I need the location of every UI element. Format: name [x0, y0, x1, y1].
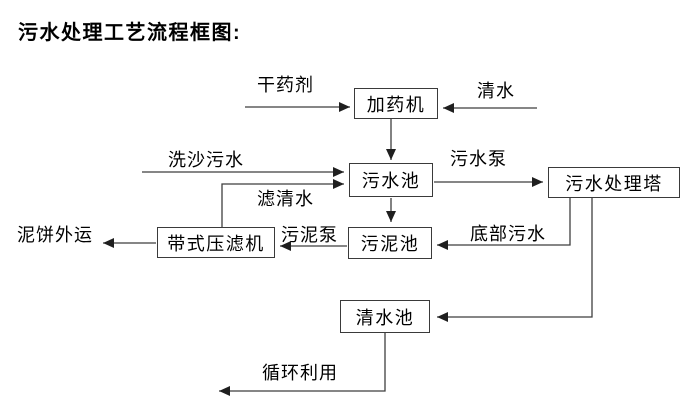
flow-label-dry-agent: 干药剂 — [257, 75, 314, 95]
edge-press-to-sewage-pool — [221, 179, 344, 227]
node-clean-water-pool: 清水池 — [340, 300, 430, 333]
flow-label-clean-water: 清水 — [477, 81, 515, 101]
flow-label-bottom-sewage: 底部污水 — [470, 224, 546, 244]
edge-clean-pool-to-recycle — [219, 333, 386, 396]
node-label: 污泥池 — [360, 234, 420, 254]
node-label: 污水池 — [361, 171, 421, 191]
flow-label-sand-washing-sewage: 洗沙污水 — [168, 150, 244, 170]
page-title: 污水处理工艺流程框图: — [18, 22, 242, 44]
node-label: 加药机 — [366, 94, 426, 115]
node-treatment-tower: 污水处理塔 — [548, 167, 680, 198]
flow-label-filtered-water: 滤清水 — [257, 189, 314, 209]
flow-label-recycle-use: 循环利用 — [262, 363, 338, 383]
node-belt-filter-press: 带式压滤机 — [157, 227, 275, 258]
node-dosing-machine: 加药机 — [354, 88, 438, 119]
node-label: 带式压滤机 — [167, 233, 265, 254]
edge-tower-to-sludge-pool — [437, 198, 571, 250]
node-sewage-pool: 污水池 — [349, 163, 433, 197]
flow-label-sewage-pump: 污水泵 — [450, 149, 507, 169]
flow-label-sludge-pump: 污泥泵 — [281, 225, 338, 245]
flow-label-mud-cake-out: 泥饼外运 — [17, 225, 93, 245]
node-label: 污水处理塔 — [565, 173, 663, 194]
edge-tower-to-clean-pool — [437, 198, 593, 322]
node-label: 清水池 — [355, 307, 415, 328]
node-sludge-pool: 污泥池 — [348, 227, 432, 259]
